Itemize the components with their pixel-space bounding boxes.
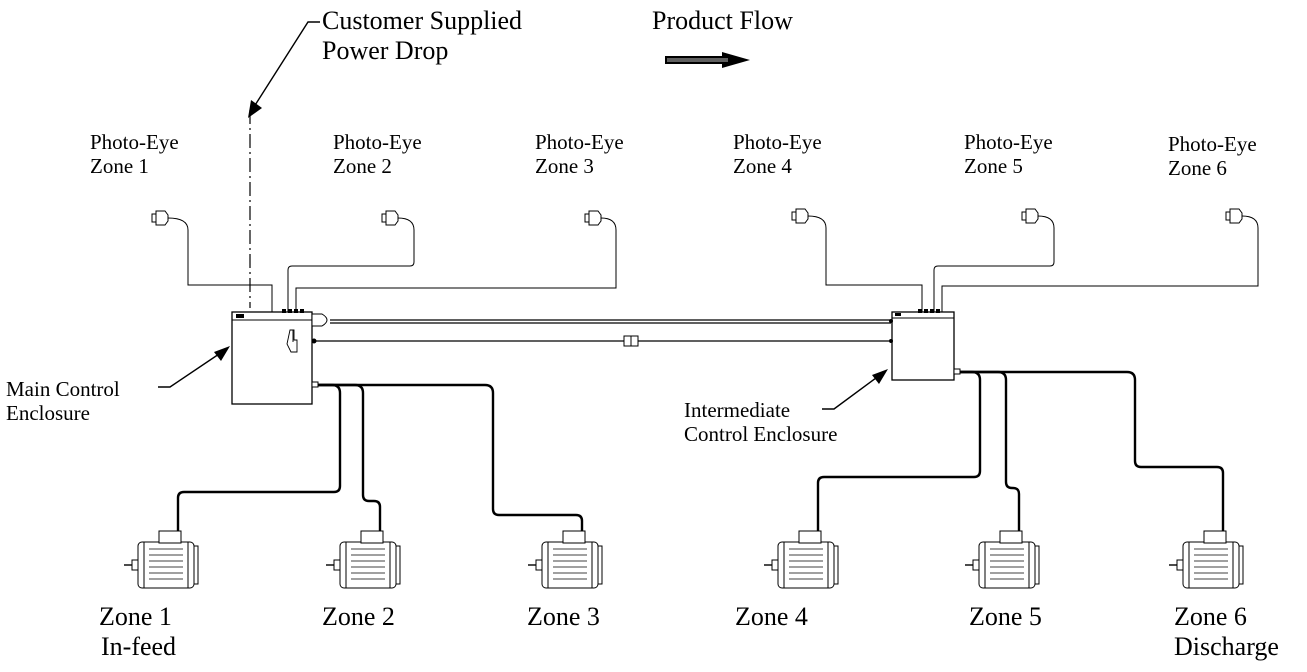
motor-icon bbox=[123, 530, 199, 589]
intermediate-control-enclosure bbox=[889, 309, 961, 381]
main-control-enclosure bbox=[231, 309, 328, 405]
main-enclosure-leader bbox=[158, 346, 230, 388]
photo-eye-sensor-icon bbox=[1225, 208, 1243, 224]
zone-label-2: Zone 2 bbox=[322, 602, 395, 632]
zone-label-6: Zone 6 Discharge bbox=[1174, 602, 1279, 662]
motor-icon bbox=[964, 530, 1040, 589]
zone-label-5: Zone 5 bbox=[969, 602, 1042, 632]
photo-eye-label-zone-4: Photo-Eye Zone 4 bbox=[733, 130, 822, 178]
photo-eye-label-zone-2: Photo-Eye Zone 2 bbox=[333, 130, 422, 178]
interconnect-cables bbox=[316, 319, 891, 347]
motor-icon bbox=[1168, 530, 1244, 589]
motor-icon bbox=[527, 530, 603, 589]
photo-eye-sensor-icon bbox=[1021, 208, 1039, 224]
photo-eye-label-line1: Photo-Eye bbox=[733, 130, 822, 154]
photo-eye-label-line1: Photo-Eye bbox=[964, 130, 1053, 154]
photo-eye-label-line2: Zone 4 bbox=[733, 154, 792, 179]
power-drop-label-line2: Power Drop bbox=[322, 35, 449, 65]
zone-label-line1: Zone 4 bbox=[735, 602, 808, 631]
power-drop-leader bbox=[248, 21, 320, 308]
power-drop-label-line1: Customer Supplied bbox=[322, 6, 523, 35]
photo-eye-cables bbox=[167, 215, 1259, 312]
product-flow-arrow bbox=[665, 52, 750, 68]
main-enclosure-label-line1: Main Control bbox=[6, 377, 120, 401]
zone-label-4: Zone 4 bbox=[735, 602, 808, 632]
photo-eye-label-line1: Photo-Eye bbox=[535, 130, 624, 154]
intermediate-enclosure-label-line2: Control Enclosure bbox=[684, 422, 838, 447]
zone-label-line1: Zone 6 bbox=[1174, 602, 1247, 631]
photo-eye-label-zone-3: Photo-Eye Zone 3 bbox=[535, 130, 624, 178]
photo-eye-label-line1: Photo-Eye bbox=[1168, 132, 1257, 156]
photo-eye-label-line1: Photo-Eye bbox=[333, 130, 422, 154]
motor-cables bbox=[176, 370, 1225, 541]
motor-icon bbox=[763, 530, 839, 589]
photo-eye-label-line2: Zone 3 bbox=[535, 154, 594, 179]
zone-label-3: Zone 3 bbox=[527, 602, 600, 632]
photo-eye-label-line2: Zone 5 bbox=[964, 154, 1023, 179]
photo-eye-label-line2: Zone 6 bbox=[1168, 156, 1227, 181]
photo-eye-label-zone-6: Photo-Eye Zone 6 bbox=[1168, 132, 1257, 180]
zone-label-1: Zone 1 In-feed bbox=[99, 602, 176, 662]
product-flow-text: Product Flow bbox=[652, 6, 793, 35]
photo-eye-label-line2: Zone 1 bbox=[90, 154, 149, 179]
main-enclosure-label-line2: Enclosure bbox=[6, 401, 90, 426]
intermediate-control-enclosure-label: Intermediate Control Enclosure bbox=[684, 398, 837, 446]
zone-label-line2: Discharge bbox=[1174, 631, 1279, 661]
photo-eye-sensor-icon bbox=[584, 210, 602, 226]
intermediate-enclosure-label-line1: Intermediate bbox=[684, 398, 791, 422]
photo-eye-label-line2: Zone 2 bbox=[333, 154, 392, 179]
zone-label-line1: Zone 3 bbox=[527, 602, 600, 631]
product-flow-label: Product Flow bbox=[652, 6, 793, 36]
zone-label-line2: In-feed bbox=[101, 631, 177, 661]
zone-label-line1: Zone 5 bbox=[969, 602, 1042, 631]
motor-icon bbox=[325, 530, 401, 589]
main-control-enclosure-label: Main Control Enclosure bbox=[6, 377, 120, 425]
zone-label-line1: Zone 1 bbox=[99, 602, 172, 631]
photo-eye-sensor-icon bbox=[381, 210, 399, 226]
photo-eye-sensor-icon bbox=[151, 210, 169, 226]
photo-eye-label-zone-5: Photo-Eye Zone 5 bbox=[964, 130, 1053, 178]
photo-eye-sensor-icon bbox=[791, 208, 809, 224]
photo-eye-label-line1: Photo-Eye bbox=[90, 130, 179, 154]
power-drop-label: Customer Supplied Power Drop bbox=[322, 6, 522, 66]
photo-eye-label-zone-1: Photo-Eye Zone 1 bbox=[90, 130, 179, 178]
intermediate-enclosure-leader bbox=[822, 369, 888, 410]
zone-label-line1: Zone 2 bbox=[322, 602, 395, 631]
